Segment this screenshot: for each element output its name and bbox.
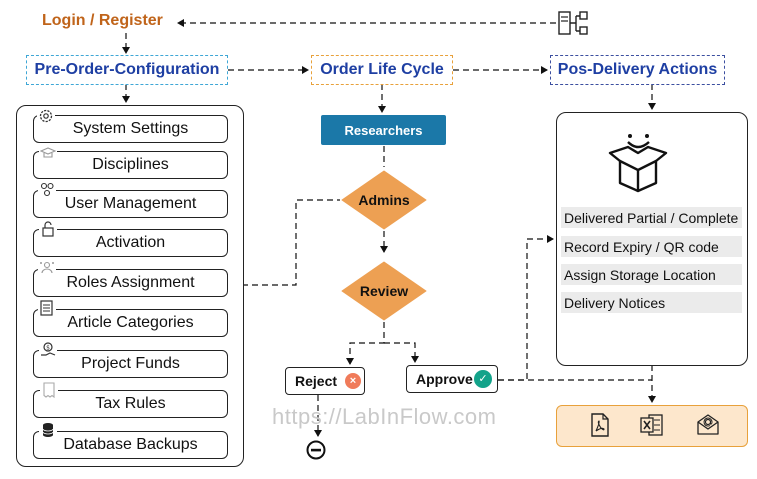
pre-order-configuration-header: Pre-Order-Configuration [26, 55, 228, 85]
researchers-node: Researchers [321, 115, 446, 145]
menu-item-project-funds[interactable]: Project Funds [33, 350, 228, 378]
menu-item-system-settings[interactable]: System Settings [33, 115, 228, 143]
menu-item-label: Tax Rules [95, 395, 166, 412]
menu-item-article-categories[interactable]: Article Categories [33, 309, 228, 337]
approve-button[interactable]: Approve ✓ [406, 365, 498, 393]
delivery-action-item[interactable]: Delivery Notices [561, 292, 742, 313]
menu-item-activation[interactable]: Activation [33, 229, 228, 257]
excel-file-icon[interactable] [640, 413, 664, 437]
network-icon [556, 9, 592, 39]
watermark: https://LabInFlow.com [272, 404, 497, 429]
menu-item-label: Roles Assignment [66, 274, 195, 291]
money-hand-icon: $ [39, 341, 57, 359]
graduation-cap-icon [39, 144, 57, 162]
menu-item-label: Article Categories [67, 314, 194, 331]
check-icon: ✓ [474, 370, 492, 388]
admins-label: Admins [358, 192, 410, 208]
delivery-action-item[interactable]: Record Expiry / QR code [561, 236, 742, 257]
pdf-file-icon[interactable] [589, 413, 611, 437]
delivery-action-item[interactable]: Assign Storage Location [561, 264, 742, 285]
approve-label: Approve [416, 371, 473, 387]
reject-button[interactable]: Reject × [285, 367, 365, 395]
menu-item-database-backups[interactable]: Database Backups [33, 431, 228, 459]
menu-item-label: Project Funds [81, 355, 180, 372]
user-roles-icon [38, 259, 56, 277]
menu-item-label: Database Backups [63, 436, 198, 453]
happy-box-icon [606, 127, 672, 193]
menu-item-label: Disciplines [92, 156, 169, 173]
svg-text:$: $ [46, 345, 50, 352]
stop-icon [306, 440, 326, 460]
receipt-icon [40, 381, 58, 399]
close-icon: × [345, 373, 361, 389]
admins-decision: Admins [340, 169, 428, 231]
menu-item-label: System Settings [72, 120, 189, 137]
database-icon [39, 421, 57, 439]
menu-item-label: User Management [64, 195, 197, 212]
document-list-icon [38, 299, 56, 317]
order-life-cycle-header: Order Life Cycle [311, 55, 453, 85]
review-decision: Review [340, 260, 428, 322]
gear-icon [37, 107, 55, 125]
menu-item-disciplines[interactable]: Disciplines [33, 151, 228, 179]
pos-delivery-actions-header: Pos-Delivery Actions [550, 55, 725, 85]
email-icon[interactable] [696, 412, 720, 436]
menu-item-tax-rules[interactable]: Tax Rules [33, 390, 228, 418]
menu-item-roles-assignment[interactable]: Roles Assignment [33, 269, 228, 297]
review-label: Review [359, 283, 409, 299]
menu-item-user-management[interactable]: User Management [33, 190, 228, 218]
delivery-action-item[interactable]: Delivered Partial / Complete [561, 207, 742, 228]
login-register-title: Login / Register [42, 12, 163, 29]
unlock-icon [39, 220, 57, 238]
users-icon [38, 181, 56, 199]
reject-label: Reject [295, 373, 338, 389]
menu-item-label: Activation [95, 234, 166, 251]
